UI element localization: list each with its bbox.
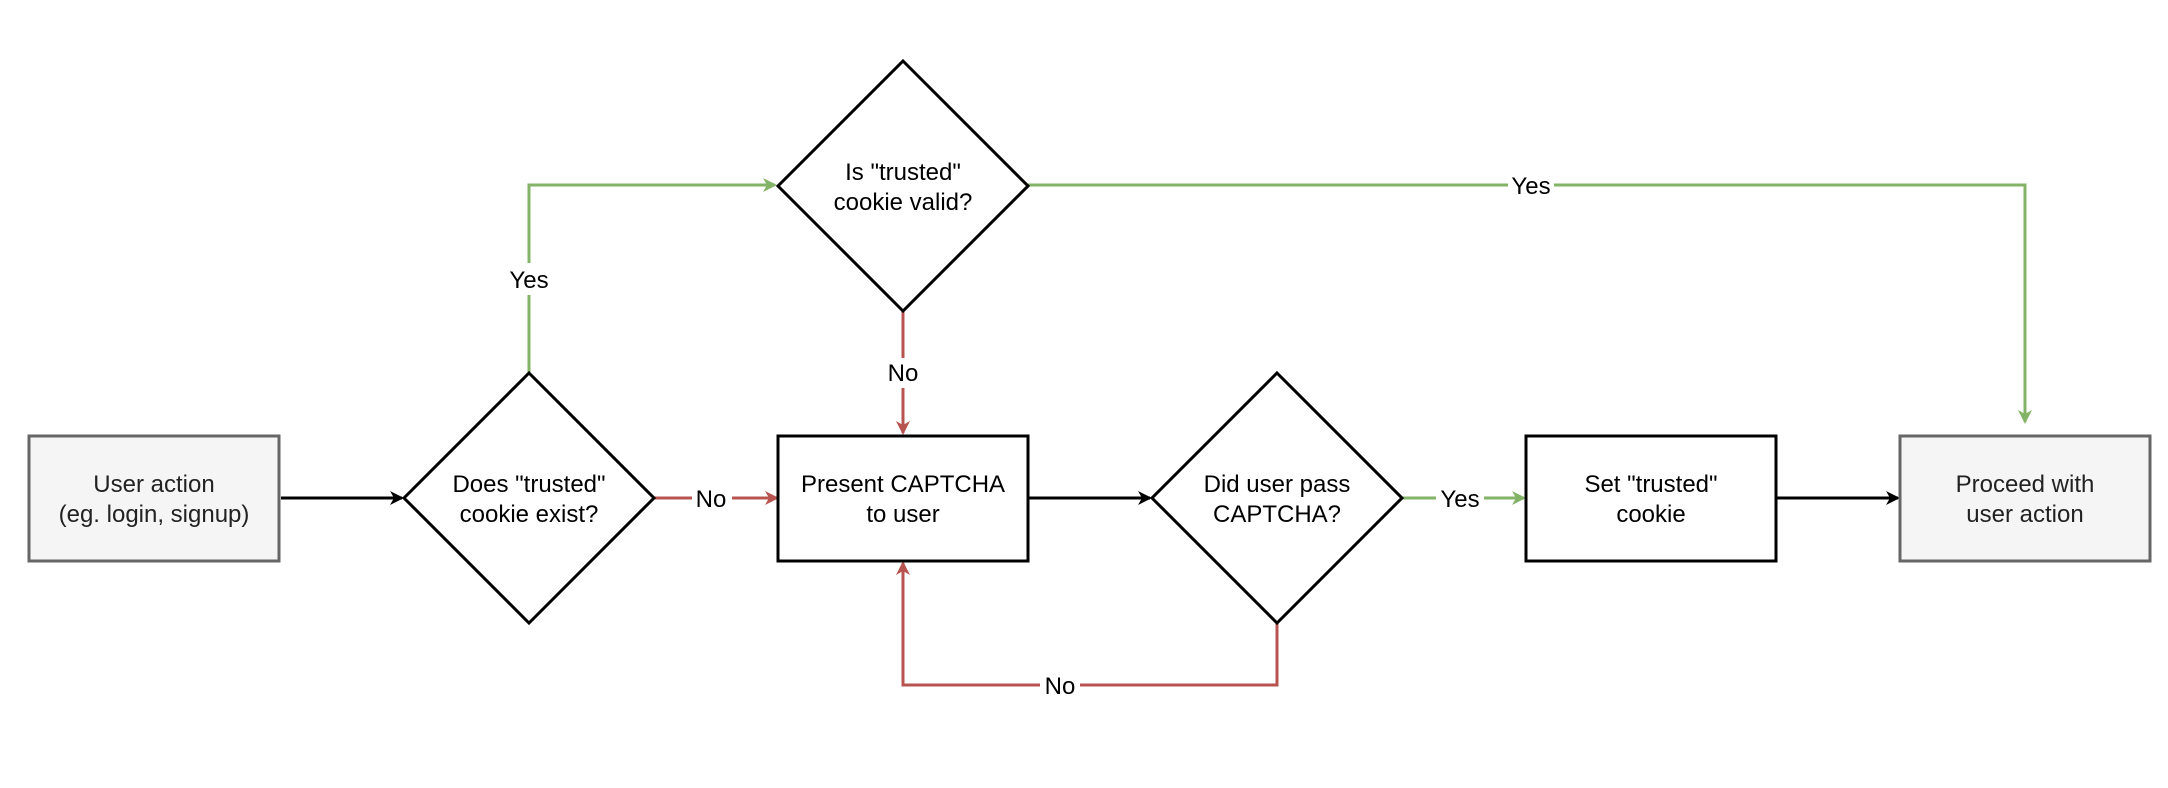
node-cookie-valid-shape: [775, 58, 1031, 314]
node-passed-captcha: Did user pass CAPTCHA?: [1149, 370, 1405, 626]
edge-label-bg-passed-no: [1040, 671, 1080, 701]
edge-label-passed-no: No: [1045, 673, 1076, 700]
edge-label-exists-yes: Yes: [509, 267, 548, 294]
edge-label-bg-exists-no: [692, 484, 732, 514]
node-passed-captcha-shape: [1149, 370, 1405, 626]
edge-cookie-exists-yes: [527, 178, 777, 373]
edge-label-bg-valid-yes: [1508, 171, 1554, 201]
node-proceed: Proceed with user action: [1898, 434, 2152, 563]
node-cookie-exists-shape: [401, 370, 657, 626]
edge-label-bg-valid-no: [883, 358, 923, 388]
node-cookie-exists-line-2: cookie exist?: [460, 501, 599, 528]
node-user-action-line-2: (eg. login, signup): [59, 501, 250, 528]
node-user-action-shape: [27, 434, 281, 563]
node-set-cookie-line-1: Set "trusted": [1584, 471, 1717, 498]
node-cookie-valid: Is "trusted" cookie valid?: [775, 58, 1031, 314]
node-proceed-line-2: user action: [1966, 501, 2083, 528]
node-proceed-shape: [1898, 434, 2152, 563]
node-present-captcha-line-2: to user: [866, 501, 939, 528]
node-set-cookie-line-2: cookie: [1616, 501, 1685, 528]
node-present-captcha-shape: [776, 434, 1030, 563]
edge-label-passed-yes: Yes: [1440, 486, 1479, 513]
edge-label-exists-no: No: [696, 486, 727, 513]
node-passed-captcha-line-2: CAPTCHA?: [1213, 501, 1341, 528]
edge-label-valid-no: No: [888, 360, 919, 387]
node-set-cookie: Set "trusted" cookie: [1524, 434, 1778, 563]
node-present-captcha-line-1: Present CAPTCHA: [801, 471, 1005, 498]
node-passed-captcha-line-1: Did user pass: [1204, 471, 1351, 498]
edge-cookie-valid-yes: [1028, 183, 2032, 424]
node-user-action-line-1: User action: [93, 471, 214, 498]
edge-label-valid-yes: Yes: [1511, 173, 1550, 200]
edge-label-bg-exists-yes: [505, 263, 553, 295]
edge-passed-no: [896, 561, 1279, 687]
node-proceed-line-1: Proceed with: [1956, 471, 2095, 498]
node-cookie-exists-line-1: Does "trusted": [452, 471, 605, 498]
node-cookie-valid-line-1: Is "trusted": [845, 159, 961, 186]
node-set-cookie-shape: [1524, 434, 1778, 563]
node-user-action: User action (eg. login, signup): [27, 434, 281, 563]
node-cookie-exists: Does "trusted" cookie exist?: [401, 370, 657, 626]
edge-label-bg-passed-yes: [1436, 484, 1484, 514]
node-cookie-valid-line-2: cookie valid?: [834, 189, 973, 216]
node-present-captcha: Present CAPTCHA to user: [776, 434, 1030, 563]
